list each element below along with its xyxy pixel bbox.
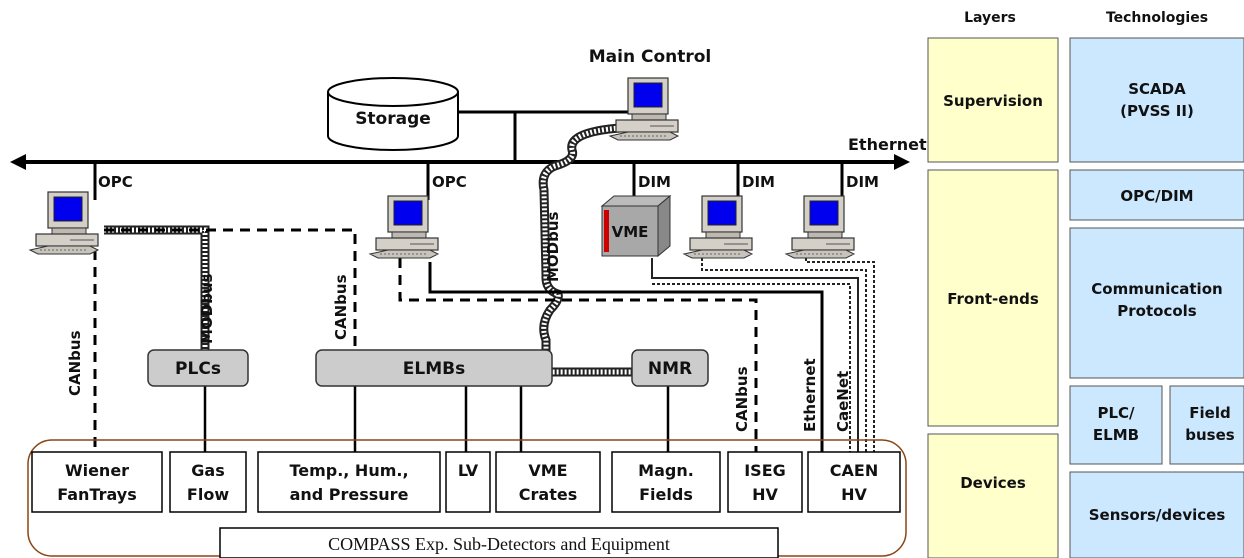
nmr-box: NMR — [631, 349, 709, 387]
modbus-left-label: MODbus — [198, 273, 216, 344]
layer-supervision: Supervision — [927, 37, 1059, 163]
device-magn-fields-line1: Magn. — [638, 461, 694, 480]
device-iseg-hv-line1: ISEG — [744, 461, 786, 480]
compass-label: COMPASS Exp. Sub-Detectors and Equipment — [328, 534, 670, 554]
canbus-mid-label: CANbus — [332, 274, 350, 340]
device-temp-hum: Temp., Hum., and Pressure — [257, 451, 441, 513]
device-wiener-line2: FanTrays — [57, 485, 136, 504]
device-gas-flow: Gas Flow — [169, 451, 247, 513]
opc-mid-pc-icon — [369, 195, 439, 259]
canbus-right-label: CANbus — [733, 366, 751, 432]
device-magn-fields: Magn. Fields — [611, 451, 721, 513]
plcs-label: PLCs — [175, 359, 221, 379]
device-vme-crates-line1: VME — [528, 461, 567, 480]
device-wiener-line1: Wiener — [65, 461, 129, 480]
main-control-label: Main Control — [589, 47, 712, 67]
storage-label: Storage — [355, 109, 431, 129]
device-lv-line1: LV — [458, 461, 479, 480]
ethernet-label: Ethernet — [848, 135, 927, 154]
tech-comm: Communication Protocols — [1069, 227, 1244, 379]
layer-devices: Devices — [927, 433, 1059, 558]
technologies-header: Technologies — [1106, 10, 1208, 26]
tech-opcdim: OPC/DIM — [1069, 169, 1244, 221]
device-vme-crates: VME Crates — [495, 451, 601, 513]
canbus-left-label: CANbus — [66, 330, 84, 396]
main-control-pc-icon — [609, 77, 679, 141]
device-iseg-hv-line2: HV — [752, 485, 778, 504]
tech-field-line1: Field — [1189, 404, 1230, 422]
tech-scada: SCADA (PVSS II) — [1069, 37, 1244, 163]
caenet-cable — [651, 258, 875, 452]
modbus-cable-left — [104, 225, 210, 350]
ethernet-vertical-label: Ethernet — [801, 358, 819, 432]
tech-opcdim-label: OPC/DIM — [1120, 187, 1193, 205]
dim-2-label: DIM — [742, 173, 775, 191]
tech-comm-line2: Protocols — [1117, 302, 1197, 320]
tech-sensors: Sensors/devices — [1069, 471, 1244, 558]
modbus-mid-label: MODbus — [544, 211, 562, 282]
tech-field-buses: Field buses — [1169, 385, 1244, 465]
device-gas-flow-line2: Flow — [187, 485, 229, 504]
tech-scada-line1: SCADA — [1128, 80, 1186, 98]
storage-cylinder: Storage — [327, 77, 459, 151]
elmbs-box: ELMBs — [315, 349, 553, 387]
device-temp-hum-line1: Temp., Hum., — [289, 461, 408, 480]
opc-left-label: OPC — [98, 173, 133, 191]
dim-3-pc-icon — [785, 195, 855, 259]
device-lv: LV — [445, 451, 491, 513]
tech-comm-line1: Communication — [1091, 280, 1222, 298]
layer-devices-label: Devices — [960, 474, 1026, 492]
device-magn-fields-line2: Fields — [639, 485, 693, 504]
layer-frontends-label: Front-ends — [947, 290, 1039, 308]
layer-frontends: Front-ends — [927, 169, 1059, 427]
plcs-box: PLCs — [147, 349, 249, 387]
vme-label: VME — [612, 223, 649, 241]
compass-label-box: COMPASS Exp. Sub-Detectors and Equipment — [219, 527, 779, 558]
opc-mid-label: OPC — [432, 173, 467, 191]
ethernet-backbone — [10, 154, 910, 170]
layer-supervision-label: Supervision — [943, 92, 1043, 110]
device-caen-hv: CAEN HV — [807, 451, 901, 513]
opc-left-pc-icon — [29, 191, 99, 255]
dim-3-label: DIM — [846, 173, 879, 191]
device-iseg-hv: ISEG HV — [727, 451, 803, 513]
device-wiener: Wiener FanTrays — [31, 451, 163, 513]
modbus-cable-main — [538, 123, 632, 377]
vme-crate-icon: VME — [600, 194, 672, 258]
nmr-label: NMR — [648, 359, 692, 379]
tech-plc-line1: PLC/ — [1097, 404, 1135, 422]
elmbs-label: ELMBs — [403, 359, 465, 379]
dim-1-label: DIM — [638, 173, 671, 191]
device-caen-hv-line2: HV — [841, 485, 867, 504]
device-gas-flow-line1: Gas — [191, 461, 224, 480]
tech-sensors-label: Sensors/devices — [1089, 506, 1226, 524]
layers-header: Layers — [964, 10, 1016, 26]
caenet-label: CaeNet — [834, 371, 852, 432]
tech-plc-elmb: PLC/ ELMB — [1069, 385, 1163, 465]
tech-plc-line2: ELMB — [1093, 426, 1139, 444]
device-vme-crates-line2: Crates — [519, 485, 577, 504]
device-caen-hv-line1: CAEN — [830, 461, 878, 480]
device-temp-hum-line2: and Pressure — [290, 485, 409, 504]
dim-2-pc-icon — [683, 195, 753, 259]
tech-field-line2: buses — [1185, 426, 1235, 444]
tech-scada-line2: (PVSS II) — [1120, 102, 1194, 120]
